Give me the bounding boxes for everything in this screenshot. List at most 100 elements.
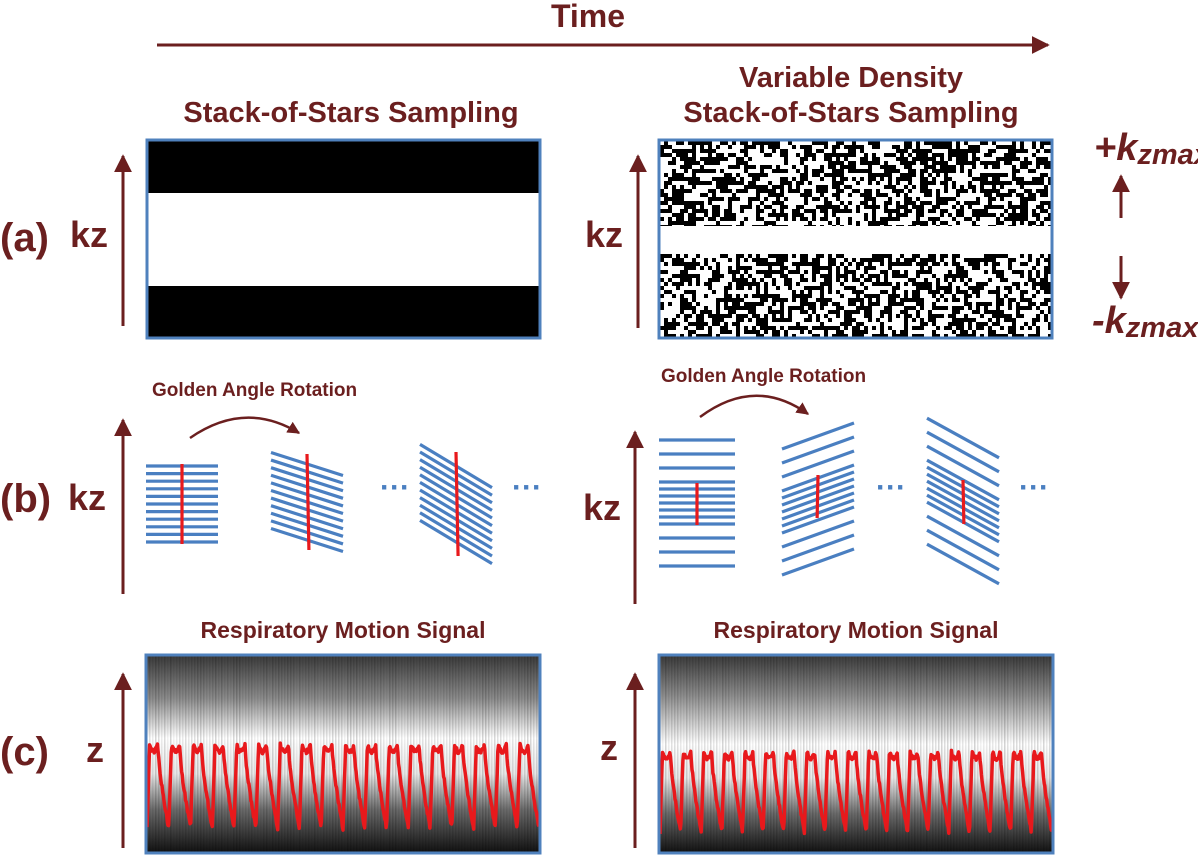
sample-cell — [700, 330, 704, 334]
sample-cell — [848, 157, 852, 161]
sample-cell — [856, 270, 860, 274]
sample-cell — [880, 205, 884, 209]
image-column — [1031, 655, 1033, 853]
sample-cell — [804, 306, 808, 310]
sample-cell — [928, 274, 932, 278]
sample-cell — [808, 266, 812, 270]
sample-cell — [1000, 262, 1004, 266]
sample-cell — [892, 221, 896, 225]
sample-cell — [884, 330, 888, 334]
sample-cell — [1032, 157, 1036, 161]
spoke-line — [926, 416, 1000, 460]
sample-cell — [864, 165, 868, 169]
spoke-line — [781, 421, 855, 451]
sample-cell — [1032, 173, 1036, 177]
sample-cell — [960, 181, 964, 185]
sample-cell — [844, 302, 848, 306]
sample-cell — [960, 282, 964, 286]
sample-cell — [684, 282, 688, 286]
sample-cell — [916, 266, 920, 270]
sample-cell — [844, 221, 848, 225]
sample-cell — [784, 290, 788, 294]
sample-cell — [920, 197, 924, 201]
sample-cell — [964, 254, 968, 258]
sample-cell — [696, 258, 700, 262]
sample-cell — [964, 185, 968, 189]
sample-cell — [924, 298, 928, 302]
sample-cell — [816, 302, 820, 306]
sample-cell — [992, 217, 996, 221]
sample-cell — [884, 314, 888, 318]
sample-cell — [840, 205, 844, 209]
sample-cell — [768, 278, 772, 282]
sample-cell — [784, 294, 788, 298]
sample-cell — [784, 302, 788, 306]
sample-cell — [812, 161, 816, 165]
sample-cell — [1048, 278, 1052, 282]
sample-cell — [744, 334, 748, 338]
sample-cell — [788, 201, 792, 205]
sample-cell — [740, 270, 744, 274]
sample-cell — [872, 314, 876, 318]
sample-cell — [960, 310, 964, 314]
sample-cell — [848, 181, 852, 185]
sample-cell — [920, 193, 924, 197]
sample-cell — [1044, 334, 1048, 338]
sample-cell — [1012, 266, 1016, 270]
sample-cell — [912, 330, 916, 334]
image-column — [188, 655, 190, 853]
sample-cell — [980, 310, 984, 314]
sample-cell — [944, 322, 948, 326]
sample-cell — [696, 173, 700, 177]
sample-cell — [792, 161, 796, 165]
sample-cell — [692, 314, 696, 318]
time-label: Time — [551, 0, 625, 34]
sample-cell — [868, 322, 872, 326]
sample-cell — [676, 278, 680, 282]
sample-cell — [664, 266, 668, 270]
sample-cell — [780, 286, 784, 290]
sample-cell — [848, 306, 852, 310]
sample-cell — [832, 322, 836, 326]
image-column — [719, 655, 721, 853]
sample-cell — [756, 145, 760, 149]
sample-cell — [872, 270, 876, 274]
sample-cell — [1028, 294, 1032, 298]
sample-cell — [768, 290, 772, 294]
sample-cell — [716, 326, 720, 330]
sample-cell — [1048, 145, 1052, 149]
sample-cell — [856, 173, 860, 177]
sample-cell — [764, 209, 768, 213]
image-column — [386, 655, 388, 853]
sample-cell — [884, 318, 888, 322]
sample-cell — [816, 322, 820, 326]
sample-cell — [992, 209, 996, 213]
sample-cell — [980, 298, 984, 302]
sample-cell — [744, 262, 748, 266]
sample-cell — [1024, 326, 1028, 330]
sample-cell — [708, 306, 712, 310]
sample-cell — [828, 294, 832, 298]
image-column — [356, 655, 358, 853]
sample-cell — [940, 270, 944, 274]
sample-cell — [712, 141, 716, 145]
sample-cell — [852, 205, 856, 209]
sample-cell — [688, 173, 692, 177]
sample-cell — [804, 274, 808, 278]
sample-cell — [1024, 173, 1028, 177]
sample-cell — [696, 185, 700, 189]
sample-cell — [716, 294, 720, 298]
sample-cell — [776, 302, 780, 306]
sample-cell — [664, 274, 668, 278]
image-column — [923, 655, 925, 853]
sample-cell — [996, 330, 1000, 334]
sample-cell — [980, 197, 984, 201]
sample-cell — [956, 173, 960, 177]
sample-cell — [684, 173, 688, 177]
sample-cell — [760, 153, 764, 157]
image-column — [824, 655, 826, 853]
sample-cell — [892, 157, 896, 161]
sample-cell — [712, 165, 716, 169]
sample-cell — [932, 266, 936, 270]
sample-cell — [948, 330, 952, 334]
